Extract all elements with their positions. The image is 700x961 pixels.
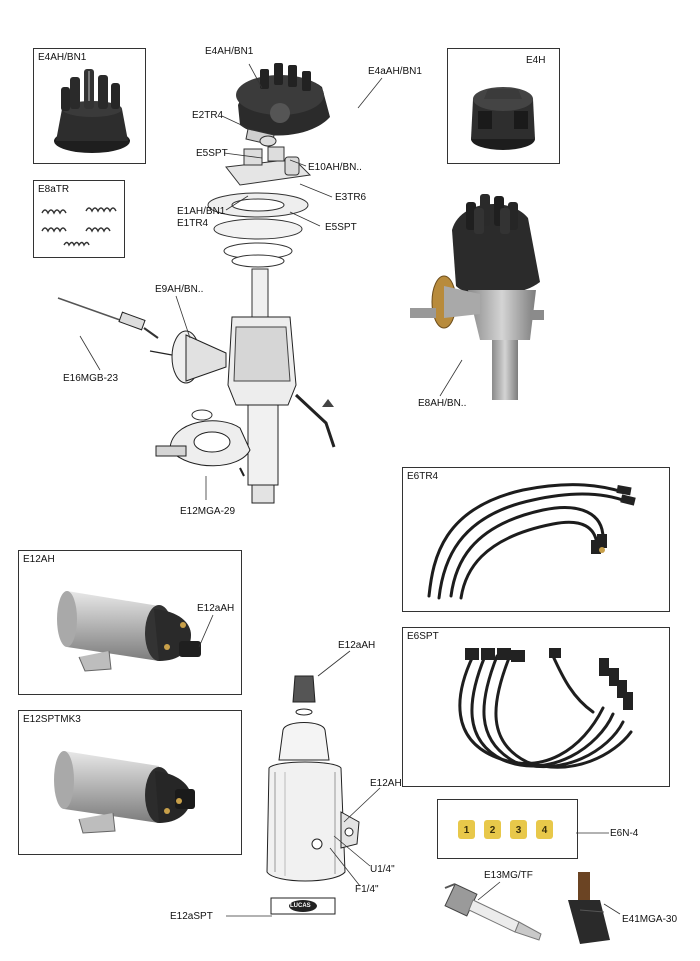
label-f14: F1/4" [355,884,379,895]
coil-e12ah-panel: E12AH E12aAH [18,550,242,695]
coil-tower-label: E12aAH [197,603,235,614]
vacuum-pipe-drawing [57,297,159,339]
marker-row: 1 2 3 4 [458,820,553,839]
cap-e4h-panel: E4H [447,48,560,164]
label-screw-top: E4aAH/BN1 [368,66,422,77]
label-e10: E10AH/BN.. [308,162,362,173]
marker-2: 2 [484,820,501,839]
label-e13mg: E13MG/TF [484,870,533,881]
distributor-cap-image [54,69,130,153]
label-e5spt-b: E5SPT [325,222,357,233]
springs-panel: E8aTR [33,180,125,258]
markers-label: E6N-4 [610,828,639,839]
leads-tr4-title: E6TR4 [407,471,439,482]
marker-1: 1 [458,820,475,839]
label-e12mga: E12MGA-29 [180,506,236,517]
leads-spt-image [458,648,633,769]
springs-title: E8aTR [38,184,70,195]
coil-sptmk3-image [54,751,195,834]
label-e5spt-a: E5SPT [196,148,228,159]
leads-spt-title: E6SPT [407,631,439,642]
lucas-badge-text: LUCAS [290,903,311,909]
clamp-plate-drawing [155,420,251,477]
distributor-photo [410,194,544,400]
label-e1tr4: E1TR4 [177,218,209,229]
markers-leader [576,832,609,834]
plug-cap-drawing [568,872,610,944]
label-coil-tower: E12aAH [338,640,376,651]
leads-tr4-panel: E6TR4 [402,467,670,612]
cap-e4h-title: E4H [526,55,546,66]
leads-spt-panel: E6SPT [402,627,670,787]
leads-tr4-image [427,483,636,600]
coil-e12ah-image [57,591,214,672]
markers-panel: 1 2 3 4 [437,799,578,859]
spark-plug-drawing [444,883,542,941]
marker-3: 3 [510,820,527,839]
label-u14: U1/4" [370,864,395,875]
label-cap-top: E4AH/BN1 [205,46,254,57]
label-e8ah: E8AH/BN.. [418,398,467,409]
coil-sptmk3-title: E12SPTMK3 [23,714,81,725]
coil-e12ah-title: E12AH [23,554,55,565]
label-rotor-arm: E2TR4 [192,110,224,121]
label-e12aspt: E12aSPT [170,911,213,922]
cap-drawing [236,63,330,136]
marker-4: 4 [536,820,553,839]
label-e16mgb: E16MGB-23 [63,373,119,384]
exploded-distributor-diagram [149,63,336,504]
cap-bn1-title: E4AH/BN1 [38,52,87,63]
label-e3tr6: E3TR6 [335,192,367,203]
label-e41mga: E41MGA-30 [622,914,678,925]
coil-sptmk3-panel: E12SPTMK3 [18,710,242,855]
cap-bn1-panel: E4AH/BN1 [33,48,146,164]
springs-image [41,207,117,247]
rotor-cap-image [471,87,535,150]
label-e9ah: E9AH/BN.. [155,284,204,295]
label-coil-body: E12AH [370,778,402,789]
label-e1ah: E1AH/BN1 [177,206,226,217]
lucas-coil-drawing [266,675,360,915]
